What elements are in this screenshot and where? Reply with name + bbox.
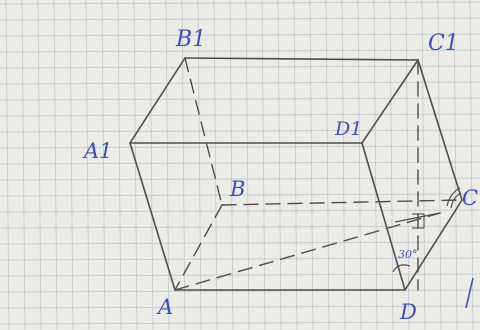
hidden-edges <box>174 57 463 291</box>
grid-line-horizontal <box>0 33 480 37</box>
grid-line-horizontal <box>0 177 480 181</box>
edge-b-a-hidden <box>174 204 223 291</box>
grid-line-horizontal <box>0 209 480 213</box>
grid-line-vertical <box>469 0 474 330</box>
diagonal-a-c-hidden <box>174 212 441 291</box>
edge-b1-c1 <box>184 57 419 61</box>
angle-arc-c-2 <box>450 192 462 209</box>
visible-edges <box>129 57 463 291</box>
right-angle-marks <box>412 213 425 229</box>
grid-line-horizontal <box>0 1 480 5</box>
angle-marks <box>392 187 462 273</box>
grid-line-horizontal <box>0 65 480 69</box>
grid-line-horizontal <box>0 241 480 245</box>
label-b1: B1 <box>175 27 206 52</box>
edge-d-c <box>404 199 463 291</box>
edge-a1-a <box>129 142 176 291</box>
grid-line-horizontal <box>0 49 480 53</box>
grid-line-vertical <box>421 0 426 330</box>
grid-line-horizontal <box>0 97 480 101</box>
grid-line-vertical <box>101 0 106 330</box>
grid-line-horizontal <box>0 257 480 261</box>
label-b: B <box>229 177 245 201</box>
edge-c1-d1 <box>361 59 419 144</box>
grid-line-vertical <box>133 0 138 330</box>
grid-line-vertical <box>85 0 90 330</box>
edge-b1-a1 <box>129 57 186 144</box>
stray-pen-mark <box>465 277 474 309</box>
grid-line-horizontal <box>0 161 480 165</box>
grid-line-horizontal <box>0 113 480 117</box>
grid-line-vertical <box>69 0 74 330</box>
grid-line-horizontal <box>0 145 480 149</box>
grid-line-vertical <box>117 0 122 330</box>
grid-line-vertical <box>37 0 42 330</box>
grid-line-horizontal <box>0 193 480 197</box>
label-angle: 30° <box>398 248 418 261</box>
edge-c1-c <box>417 59 463 201</box>
grid-line-vertical <box>21 0 26 330</box>
label-a1: A1 <box>82 139 113 163</box>
grid-line-vertical <box>373 0 378 330</box>
label-c: C <box>462 186 478 210</box>
grid-line-vertical <box>389 0 394 330</box>
angle-arc-d <box>392 264 411 273</box>
grid-line-horizontal <box>0 17 480 21</box>
edge-b1-b-hidden <box>184 57 223 206</box>
grid-line-vertical <box>357 0 362 330</box>
label-d1: D1 <box>334 118 362 140</box>
label-c1: C1 <box>428 31 459 56</box>
grid-line-horizontal <box>0 81 480 85</box>
grid-line-vertical <box>405 0 410 330</box>
grid-line-vertical <box>341 0 346 330</box>
grid-line-horizontal <box>0 129 480 133</box>
edge-d1-d <box>361 142 406 291</box>
grid-line-vertical <box>453 0 458 330</box>
grid-line-horizontal <box>0 305 480 309</box>
label-a: A <box>156 295 173 319</box>
label-d: D <box>399 300 417 324</box>
diagonal-tick <box>394 212 441 223</box>
edge-b-c-hidden <box>221 199 463 206</box>
grid-line-horizontal <box>0 225 480 229</box>
vertex-labels: B1 C1 A1 D1 B C A D 30° <box>82 27 478 324</box>
grid-line-vertical <box>53 0 58 330</box>
angle-arc-c-1 <box>446 187 461 207</box>
grid-line-vertical <box>437 0 442 330</box>
grid-line-vertical <box>5 0 10 330</box>
grid-line-horizontal <box>0 321 480 325</box>
